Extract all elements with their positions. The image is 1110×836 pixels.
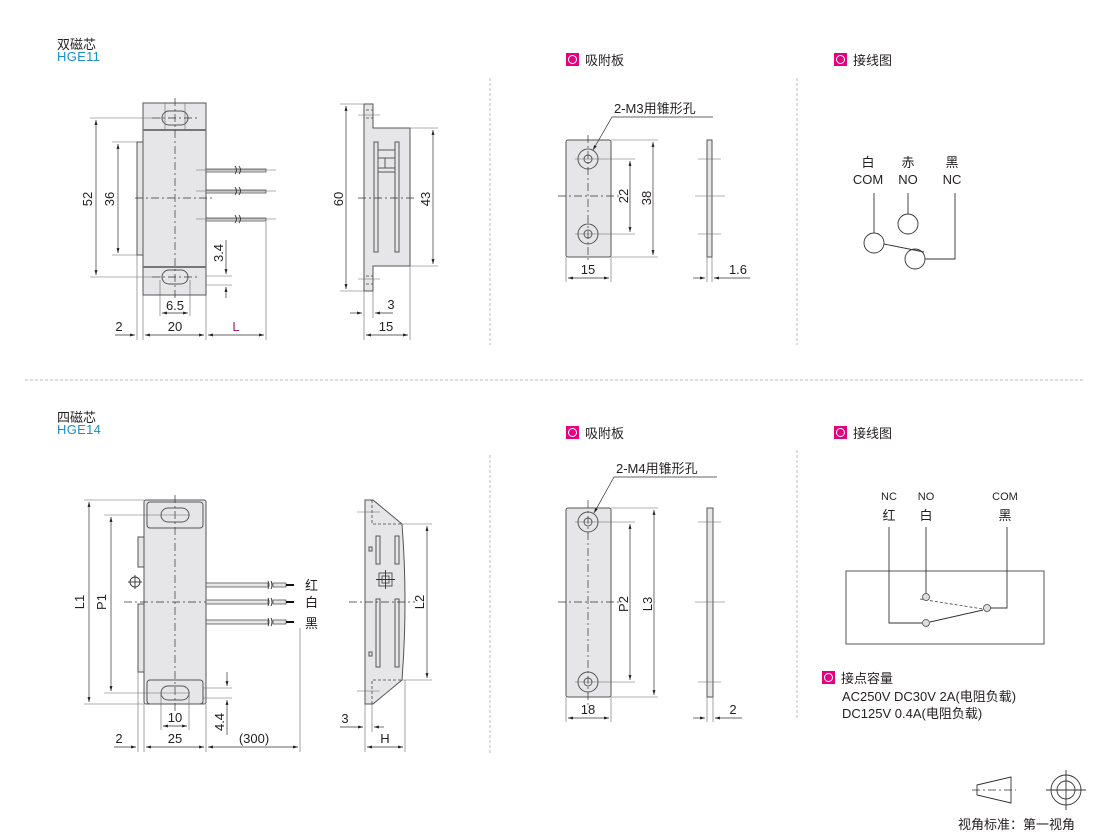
dim-hge14-2: 2 [115,731,122,746]
dim-hge14-H: H [380,731,389,746]
contact-capacity-heading: 接点容量 [822,668,893,687]
wire-color-black: 黑 [305,616,318,631]
wiring-color-nc: 黑 [945,155,958,170]
terminal-com [863,232,885,254]
hge14-plate-side [706,507,714,698]
wiring-label-nc: NC [943,172,962,187]
dim-hge14-10: 10 [168,710,182,725]
dim-hge14-L1: L1 [72,595,87,609]
hge14-side-rib-lower [137,603,145,673]
hge14-model: HGE14 [57,422,102,437]
hge11-wiring-heading: 接线图 [834,50,892,69]
section-marker-icon [566,53,579,66]
wiring-color-no: 白 [919,508,932,523]
contact-nc [922,619,930,627]
hge11-plate-body [565,139,612,258]
hge14-plate-heading: 吸附板 [566,423,624,442]
hge11-side-view: 60 43 3 15 [331,103,438,340]
hge14-front-view: 红 白 黑 L1 P1 4.4 10 2 25 (300) [72,495,318,752]
hge14-title: 四磁芯 [57,410,97,425]
hge14-side-rib-upper [137,536,145,568]
hge14-wire-red [205,582,294,588]
dim-plate-2: 2 [729,702,736,717]
section-marker-icon [822,671,835,684]
dim-plate-15: 15 [581,262,595,277]
hge11-side-body [363,103,411,292]
dim-hge11-52: 52 [80,192,95,206]
dim-hge11-20: 20 [168,319,182,334]
wiring-color-com: 白 [861,155,874,170]
dim-hge11-60: 60 [331,192,346,206]
section-marker-icon [834,426,847,439]
dim-hge11-15: 15 [379,319,393,334]
hge14-wire-white [205,599,294,605]
hge11-wiring-diagram: 白 COM 赤 NO 黑 NC [853,155,962,270]
wire-color-white: 白 [305,595,318,610]
hge14-plate: P2 L3 2-M4用锥形孔 18 2 [558,461,742,722]
heading-text: 吸附板 [585,53,625,68]
dim-plate-22: 22 [616,189,631,203]
wiring-color-nc: 红 [882,508,895,523]
first-angle-projection-icon [972,770,1086,810]
plate-callout-m3: 2-M3用锥形孔 [614,101,696,116]
dim-plate-1-6: 1.6 [729,262,747,277]
hge11-plate-heading: 吸附板 [566,50,624,69]
hge11-plate-side [706,139,713,258]
contact-com [983,604,991,612]
wiring-label-no: NO [898,172,918,187]
dim-hge14-L2: L2 [412,595,427,609]
wiring-label-no: NO [918,491,935,503]
switch-housing [845,570,1045,645]
ground-screw-icon [128,575,142,589]
wire-color-red: 红 [305,578,318,593]
wiring-color-com: 黑 [998,508,1011,523]
hge14-wire-black [205,619,294,625]
contact-no [922,593,930,601]
wiring-label-nc: NC [881,491,897,503]
dim-plate-P2: P2 [616,596,631,612]
dim-hge14-P1: P1 [94,594,109,610]
plate-callout-m4: 2-M4用锥形孔 [616,461,698,476]
dim-hge11-3-4: 3.4 [211,244,226,262]
contact-capacity-line-2: DC125V 0.4A(电阻负载) [842,706,983,721]
wiring-color-no: 赤 [901,155,914,170]
heading-text: 吸附板 [585,426,625,441]
heading-text: 接点容量 [841,671,894,686]
wiring-label-com: COM [992,491,1018,503]
terminal-no [897,213,919,235]
hge11-plate: 22 38 2-M3用锥形孔 15 1.6 [558,101,750,282]
heading-text: 接线图 [853,53,893,68]
hge11-side-rib [136,141,144,256]
dim-hge14-4-4: 4.4 [212,713,227,731]
hge14-plate-body [565,507,612,698]
dim-plate-L3: L3 [640,597,655,611]
dim-plate-18: 18 [581,702,595,717]
dim-hge11-43: 43 [418,192,433,206]
dim-hge11-36: 36 [102,192,117,206]
dim-hge14-3: 3 [341,711,348,726]
dim-hge11-2: 2 [115,319,122,334]
hge11-model: HGE11 [57,49,101,64]
connector-symbol-icon [376,570,395,589]
dim-plate-38: 38 [639,191,654,205]
wiring-label-com: COM [853,172,883,187]
projection-label: 视角标准：第一视角 [958,817,1076,832]
dim-hge14-300: (300) [239,731,269,746]
section-marker-icon [566,426,579,439]
hge14-wiring-heading: 接线图 [834,423,892,442]
dim-hge11-3: 3 [387,297,394,312]
hge11-front-view: 52 36 3.4 6.5 2 20 L [80,98,276,340]
dim-hge11-L: L [232,319,239,334]
hge14-wiring-diagram: NC 红 NO 白 COM 黑 [845,491,1045,645]
dim-hge11-6-5: 6.5 [166,298,184,313]
hge11-body [142,102,207,296]
dim-hge14-25: 25 [168,731,182,746]
hge11-title: 双磁芯 [57,37,97,52]
section-marker-icon [834,53,847,66]
terminal-nc [904,248,926,270]
contact-capacity-line-1: AC250V DC30V 2A(电阻负载) [842,689,1017,704]
hge14-side-view: L2 3 H [340,499,432,752]
heading-text: 接线图 [853,426,893,441]
